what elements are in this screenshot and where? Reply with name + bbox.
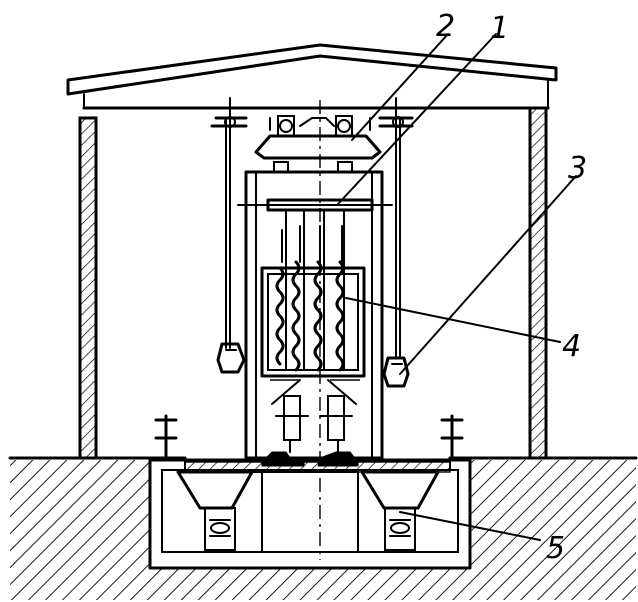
left-wall [78, 116, 98, 460]
callout-5: 5 [546, 531, 565, 566]
building-roof [66, 43, 558, 110]
ground [8, 456, 638, 600]
active-part-windings [260, 209, 366, 381]
bollards [154, 414, 464, 460]
right-wall [528, 106, 548, 460]
lifting-frame [254, 100, 382, 560]
callout-4: 4 [562, 329, 581, 364]
lifting-hooks [216, 342, 410, 388]
leader-lines [337, 33, 577, 541]
oil-pit [148, 457, 472, 570]
callout-1: 1 [490, 11, 509, 46]
callout-3: 3 [568, 151, 587, 186]
callout-2: 2 [436, 9, 455, 44]
